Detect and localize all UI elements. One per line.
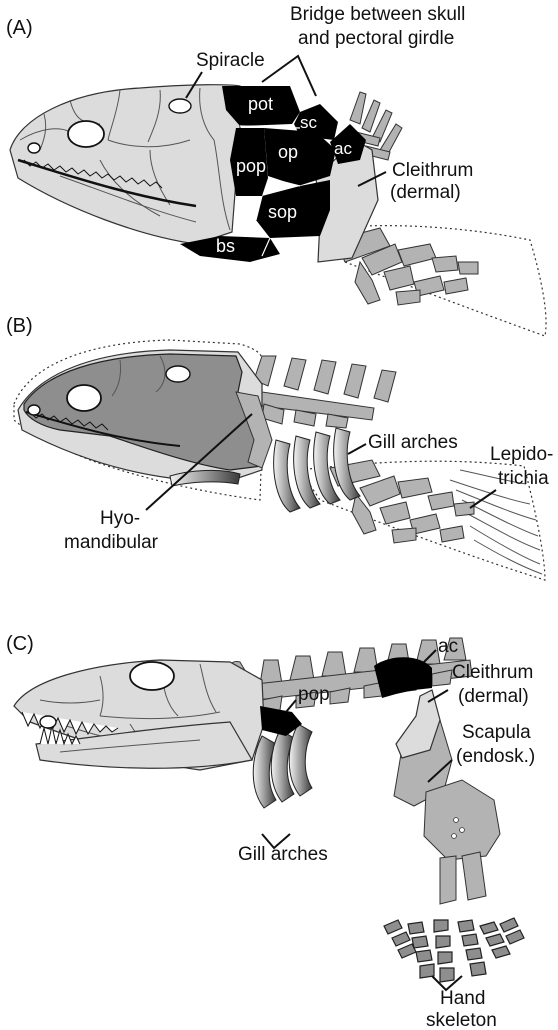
nostril-a: [28, 143, 40, 153]
label-lepido-line2: trichia: [498, 468, 549, 489]
leader-lepido-b: [470, 490, 496, 508]
label-bridge-line2: and pectoral girdle: [298, 28, 454, 49]
bone-label-sop: sop: [268, 202, 297, 222]
leader-pop-c: [286, 700, 296, 712]
label-ac-c: ac: [438, 636, 458, 657]
label-spiracle-a: Spiracle: [196, 50, 265, 71]
bone-label-ac: ac: [334, 139, 352, 158]
panel-c-label: (C): [6, 633, 34, 655]
label-cleithrum-a-line1: Cleithrum: [392, 160, 473, 181]
vertebral-column-c: [230, 638, 472, 712]
label-cleithrum-a-line2: (dermal): [390, 182, 461, 203]
label-gill-arches-c: Gill arches: [238, 844, 328, 865]
bone-label-sc: sc: [300, 113, 318, 132]
label-hyo-line2: mandibular: [64, 532, 159, 553]
neural-spines-b: [254, 356, 396, 428]
eye-c: [130, 662, 174, 690]
bone-label-pot: pot: [248, 94, 273, 114]
label-gill-arches-b: Gill arches: [368, 432, 458, 453]
bone-label-op: op: [278, 142, 298, 162]
panel-a-label: (A): [6, 17, 33, 39]
label-pop-c: pop: [298, 684, 330, 705]
panel-b: (B): [6, 315, 553, 580]
label-cleithrum-c-line2: (dermal): [458, 686, 529, 707]
panel-b-label: (B): [6, 315, 33, 337]
skull-a: [10, 85, 240, 244]
gill-arches-c: [253, 724, 312, 808]
bone-label-pop: pop: [236, 156, 266, 176]
radius-c: [440, 856, 456, 904]
label-hand-line1: Hand: [440, 988, 485, 1009]
fin-skeleton-b: [330, 460, 474, 543]
hand-skeleton-c: [384, 918, 524, 982]
label-scapula-c-line1: Scapula: [462, 722, 531, 743]
label-hyo-line1: Hyo-: [100, 508, 140, 529]
label-lepido-line1: Lepido-: [490, 444, 553, 465]
bone-ac-c: [374, 657, 432, 698]
panel-c: (C): [6, 633, 535, 1030]
eye-a: [68, 121, 104, 147]
label-bridge-line1: Bridge between skull: [290, 4, 465, 25]
panel-a: (A): [6, 4, 546, 336]
humerus-c: [424, 780, 500, 860]
bone-label-bs: bs: [216, 236, 235, 256]
spiracle-opening-b: [166, 366, 190, 382]
ulna-c: [462, 852, 486, 900]
label-scapula-c-line2: (endosk.): [456, 746, 535, 767]
nostril-c: [40, 716, 56, 728]
leader-gill-arches-b: [348, 444, 366, 454]
spiracle-opening-a: [169, 99, 191, 113]
label-hand-line2: skeleton: [426, 1010, 497, 1030]
nostril-b: [28, 405, 40, 415]
label-cleithrum-c-line1: Cleithrum: [452, 662, 533, 683]
eye-b: [67, 385, 101, 411]
